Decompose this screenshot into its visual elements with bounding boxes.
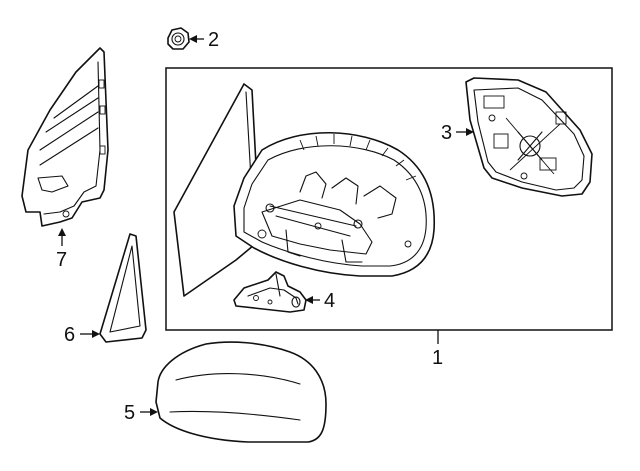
callout-label-4: 4 (324, 290, 335, 312)
callout-6-leader (80, 330, 100, 338)
part-small-bracket[interactable] (233, 271, 307, 313)
callout-label-6: 6 (64, 324, 75, 346)
part-glass-holder[interactable] (465, 77, 593, 197)
assembly-frame (165, 67, 613, 331)
callout-label-5: 5 (124, 402, 135, 424)
part-filler-gasket[interactable] (99, 233, 147, 343)
part-mirror-cover[interactable] (155, 341, 327, 443)
callout-label-7: 7 (56, 249, 67, 271)
part-nut[interactable] (167, 27, 190, 50)
callout-2-leader (189, 35, 204, 43)
callout-label-2: 2 (208, 29, 219, 51)
part-sail-bracket[interactable] (21, 47, 109, 227)
callout-3-leader (456, 128, 474, 136)
part-mirror-assembly[interactable] (173, 83, 436, 297)
callout-4-leader (305, 296, 320, 304)
callout-label-3: 3 (441, 122, 452, 144)
callout-5-leader (140, 408, 158, 416)
callout-7-leader (58, 228, 66, 246)
callout-label-1: 1 (432, 347, 443, 369)
